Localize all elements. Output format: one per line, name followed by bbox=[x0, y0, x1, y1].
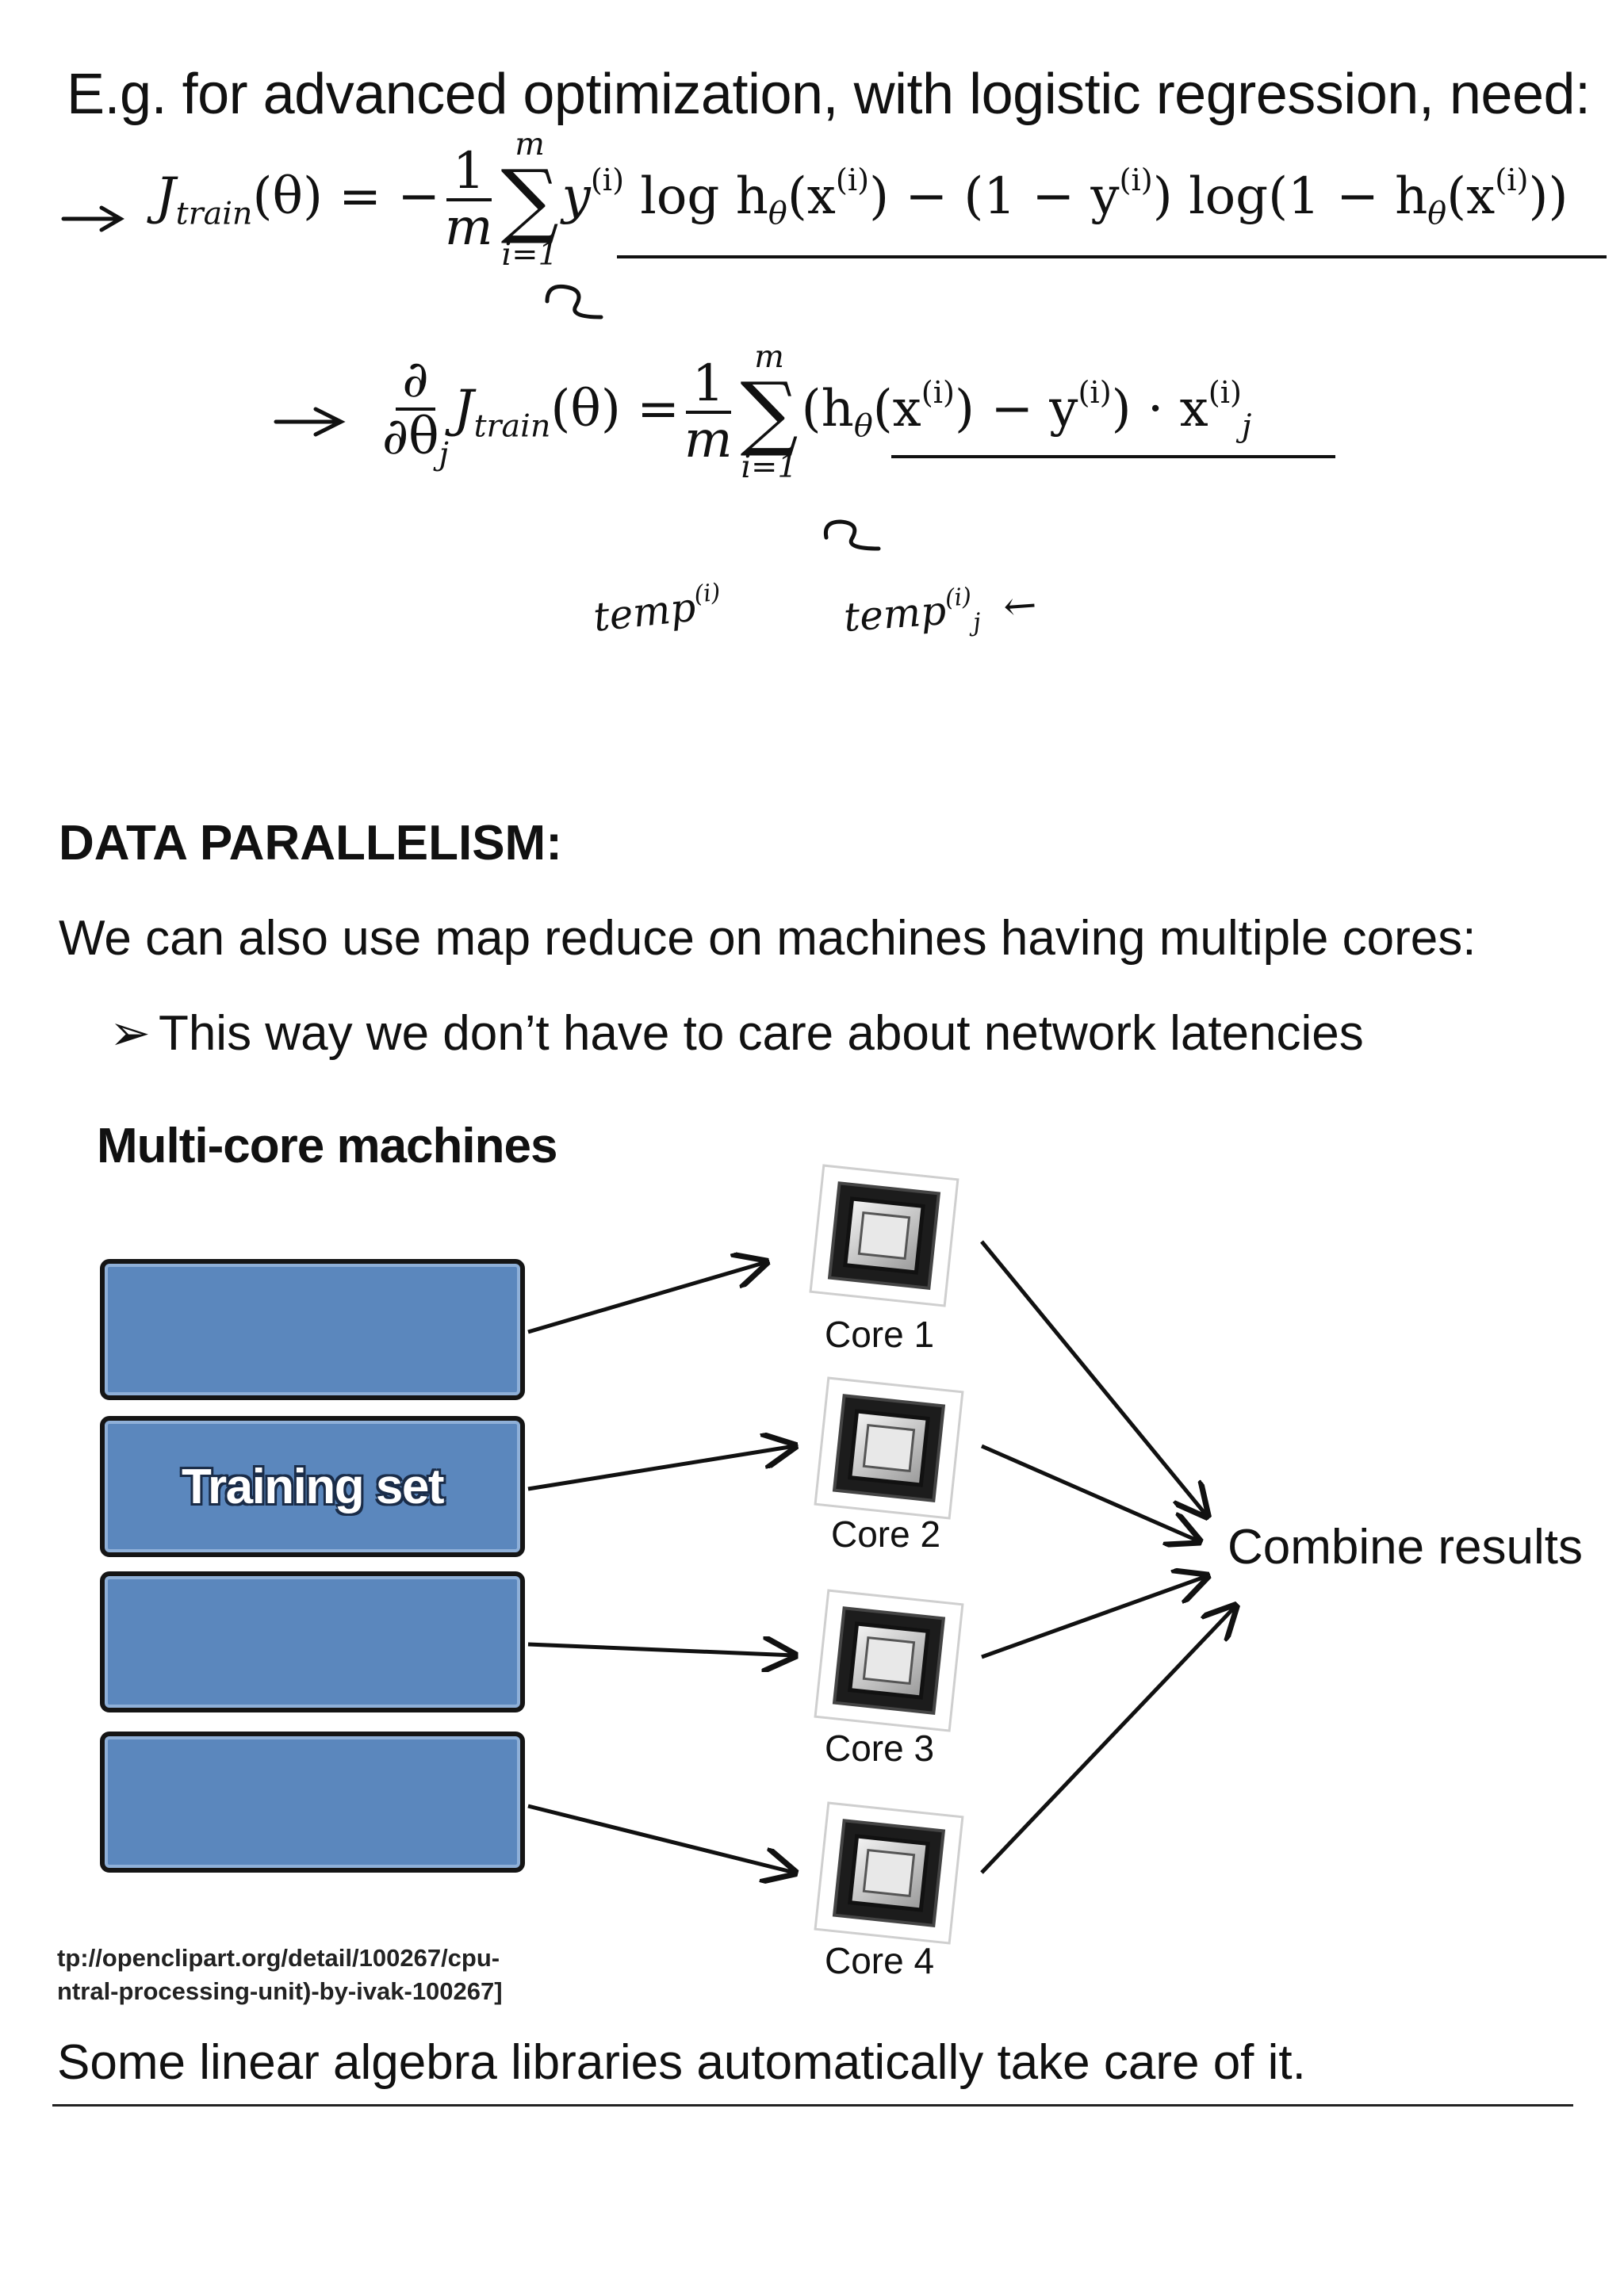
cost-term: log h bbox=[624, 166, 768, 226]
arrow-core-4-to-combine bbox=[980, 1606, 1235, 1874]
cost-term: )) bbox=[1528, 166, 1568, 226]
image-credit-line-1: tp://openclipart.org/detail/100267/cpu- bbox=[57, 1944, 500, 1972]
grad-lhs-arg: (θ) = bbox=[550, 379, 680, 438]
section-title: DATA PARALLELISM: bbox=[59, 816, 562, 871]
partial-den: ∂θj bbox=[382, 407, 449, 473]
grad-term: (x bbox=[872, 379, 921, 438]
cost-subscript: θ bbox=[1427, 195, 1447, 232]
bullet-item: ➢This way we don’t have to care about ne… bbox=[109, 1004, 1364, 1062]
footer-text: Some linear algebra libraries automatica… bbox=[57, 2035, 1306, 2090]
heading: E.g. for advanced optimization, with log… bbox=[67, 63, 1591, 126]
cpu-chip-icon bbox=[814, 1376, 964, 1520]
curl-arrow-icon bbox=[823, 519, 881, 551]
cost-term: (x bbox=[787, 166, 836, 226]
cpu-chip-icon bbox=[809, 1164, 959, 1307]
footer-divider bbox=[52, 2104, 1573, 2107]
cost-superscript: (i) bbox=[1495, 163, 1529, 199]
training-set-block-4 bbox=[100, 1732, 525, 1873]
figure-title: Multi-core machines bbox=[97, 1119, 557, 1173]
grad-j-symbol: J bbox=[453, 379, 474, 438]
core-label-3: Core 3 bbox=[825, 1728, 935, 1769]
cost-frac-den: m bbox=[444, 198, 493, 258]
cost-superscript: (i) bbox=[835, 163, 870, 199]
cpu-chip-icon bbox=[814, 1801, 964, 1945]
cost-j-symbol: J bbox=[155, 166, 176, 226]
training-set-block-2: Training set bbox=[100, 1416, 525, 1557]
arrow-core-2-to-combine bbox=[980, 1444, 1199, 1541]
cost-lhs-arg: (θ) = − bbox=[252, 166, 440, 226]
partial-fraction: ∂∂θj bbox=[382, 354, 449, 471]
sigma-symbol: ∑ bbox=[500, 152, 559, 247]
grad-sum-lower: i=1 bbox=[741, 448, 798, 485]
curl-arrow-icon bbox=[545, 284, 603, 320]
grad-summation: m∑i=1 bbox=[740, 339, 799, 485]
training-set-label: Training set bbox=[182, 1460, 444, 1514]
image-credit-line-2: ntral-processing-unit)-by-ivak-100267] bbox=[57, 1977, 503, 2005]
grad-frac-den: m bbox=[684, 411, 733, 470]
cost-term: ) − (1 − y bbox=[869, 166, 1120, 226]
cost-sum-lower: i=1 bbox=[501, 235, 558, 273]
grad-subscript: θ bbox=[853, 408, 873, 445]
cpu-chip-icon bbox=[814, 1589, 964, 1732]
cost-term: (x bbox=[1446, 166, 1496, 226]
grad-term: ) · x bbox=[1111, 379, 1208, 438]
arrow-to-core-3 bbox=[527, 1644, 795, 1655]
cost-summation: m∑i=1 bbox=[501, 128, 559, 272]
core-label-4: Core 4 bbox=[825, 1940, 935, 1981]
bullet-arrow-icon: ➢ bbox=[109, 1006, 151, 1061]
grad-superscript: (i) bbox=[1078, 375, 1112, 411]
partial-den-text: ∂θ bbox=[382, 407, 439, 466]
grad-superscript: (i) bbox=[1208, 375, 1242, 411]
cost-j-subscript: train bbox=[175, 195, 253, 232]
arrow-to-core-2 bbox=[527, 1446, 795, 1491]
cost-subscript: θ bbox=[768, 195, 787, 232]
partial-num: ∂ bbox=[396, 354, 435, 411]
arrow-to-core-1 bbox=[527, 1262, 766, 1334]
pointer-arrow-icon bbox=[61, 205, 124, 232]
core-label-1: Core 1 bbox=[825, 1314, 935, 1355]
grad-superscript: (i) bbox=[921, 375, 955, 411]
cost-term: y bbox=[561, 166, 591, 226]
sigma-symbol: ∑ bbox=[740, 365, 799, 460]
training-set-block-1 bbox=[100, 1259, 525, 1400]
arrow-to-core-4 bbox=[527, 1804, 795, 1873]
cost-superscript: (i) bbox=[1119, 163, 1153, 199]
grad-j-subscript: train bbox=[473, 408, 551, 445]
grad-frac-num: 1 bbox=[685, 357, 731, 415]
grad-term: ) − y bbox=[955, 379, 1078, 438]
training-set-block-3 bbox=[100, 1571, 525, 1712]
intro-paragraph: We can also use map reduce on machines h… bbox=[59, 911, 1477, 966]
cost-term: ) log(1 − h bbox=[1152, 166, 1428, 226]
core-label-2: Core 2 bbox=[831, 1513, 941, 1555]
pointer-arrow-icon bbox=[274, 407, 346, 437]
cost-sum-upper: m bbox=[515, 126, 545, 163]
partial-den-sub: j bbox=[439, 435, 449, 473]
arrow-core-3-to-combine bbox=[981, 1576, 1207, 1659]
grad-term: (h bbox=[801, 379, 854, 438]
grad-sum-upper: m bbox=[754, 339, 784, 375]
combine-results-label: Combine results bbox=[1228, 1520, 1583, 1575]
cost-superscript: (i) bbox=[590, 163, 625, 199]
bullet-text: This way we don’t have to care about net… bbox=[158, 1006, 1364, 1061]
arrow-core-1-to-combine bbox=[980, 1240, 1207, 1516]
grad-x-subscript: j bbox=[1242, 408, 1252, 445]
cost-frac-num: 1 bbox=[446, 144, 492, 202]
